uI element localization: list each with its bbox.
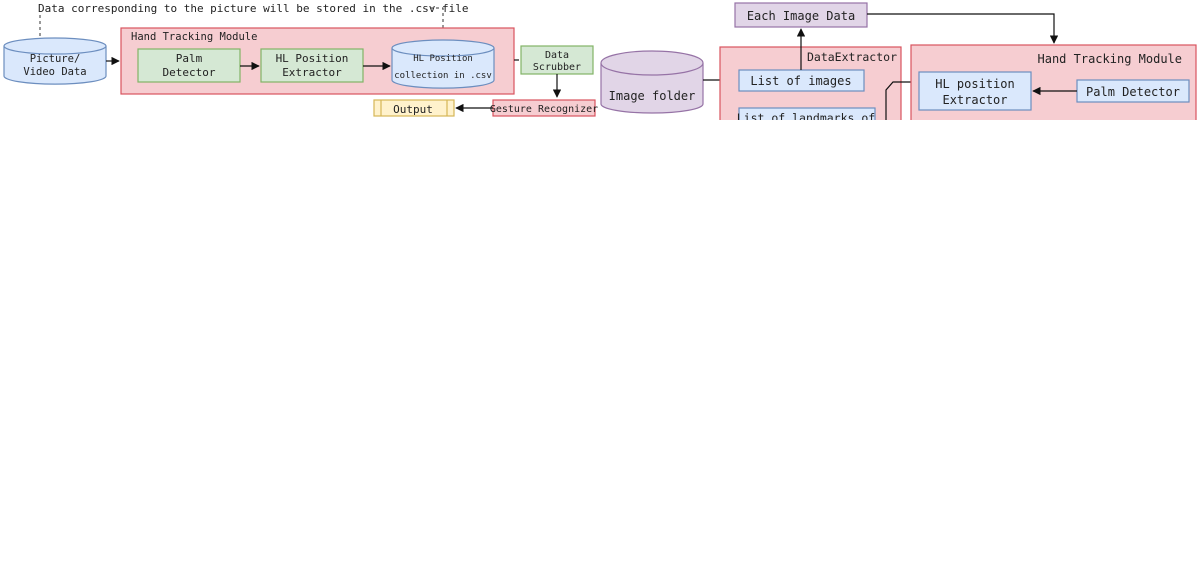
connector-module-to-landmarks: [885, 81, 911, 120]
csv-annotation: Data corresponding to the picture will b…: [38, 2, 468, 15]
right-hl-extractor-line1: HL position: [935, 77, 1014, 91]
right-pipeline-diagram: Image folder Each Image Data DataExtract…: [600, 2, 1197, 120]
each-image-data-box: [734, 2, 868, 28]
list-of-images-label: List of images: [750, 74, 851, 88]
palm-detector-box: [137, 48, 241, 83]
left-pipeline-diagram: Data corresponding to the picture will b…: [3, 2, 598, 117]
palm-detector-line2: Detector: [163, 66, 216, 79]
hl-extractor-line1: HL Position: [276, 52, 349, 65]
right-hl-extractor-line2: Extractor: [942, 93, 1007, 107]
image-folder-cylinder: Image folder: [600, 50, 704, 114]
each-image-data-label: Each Image Data: [747, 9, 855, 23]
hl-collection-line1: HL Position: [413, 54, 473, 64]
input-data-cylinder: Picture/ Video Data: [3, 37, 107, 85]
gesture-recognizer-label: Gesture Recognizer: [490, 104, 598, 115]
hl-collection-cylinder: HL Position collection in .csv: [391, 39, 495, 89]
annotation-leader-right: [430, 7, 444, 41]
arrow-image-data-to-module: [867, 13, 1059, 44]
input-data-label-line2: Video Data: [23, 66, 86, 78]
hl-collection-line2: collection in .csv: [394, 71, 492, 81]
image-folder-label: Image folder: [609, 89, 696, 103]
right-palm-detector-label: Palm Detector: [1086, 85, 1180, 99]
diagram-svg: Data corresponding to the picture will b…: [3, 2, 1197, 120]
output-box: Output: [373, 99, 455, 117]
palm-detector-line1: Palm: [176, 52, 203, 65]
data-scrubber-line1: Data: [545, 50, 569, 61]
hand-tracking-module-title: Hand Tracking Module: [131, 31, 257, 43]
hl-position-extractor-box: [260, 48, 364, 83]
architecture-diagram: Data corresponding to the picture will b…: [0, 0, 1200, 120]
output-label: Output: [393, 103, 433, 116]
data-scrubber-line2: Scrubber: [533, 62, 581, 73]
input-data-label-line1: Picture/: [30, 53, 81, 65]
data-extractor-title: DataExtractor: [807, 50, 897, 64]
hl-extractor-line2: Extractor: [282, 66, 342, 79]
right-hand-tracking-module-title: Hand Tracking Module: [1038, 52, 1183, 66]
list-of-landmarks-box: [738, 107, 876, 120]
list-of-landmarks-label: List of landmarks of: [737, 111, 875, 120]
right-hl-position-extractor-box: [918, 71, 1032, 111]
